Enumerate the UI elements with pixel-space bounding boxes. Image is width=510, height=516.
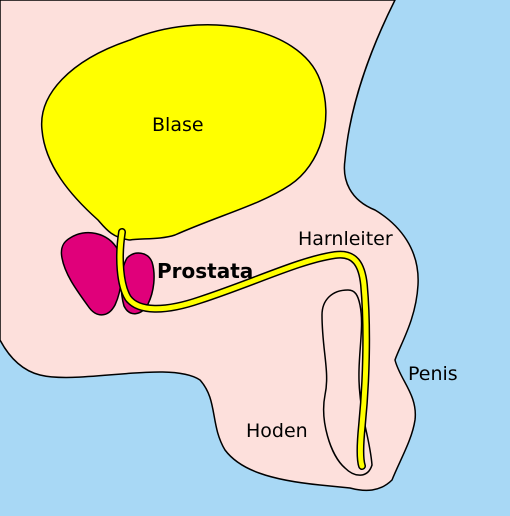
label-penis: Penis [408,363,458,385]
label-testis: Hoden [246,420,308,442]
label-bladder: Blase [152,114,204,136]
label-urethra: Harnleiter [298,228,393,250]
label-prostate: Prostata [157,259,253,283]
